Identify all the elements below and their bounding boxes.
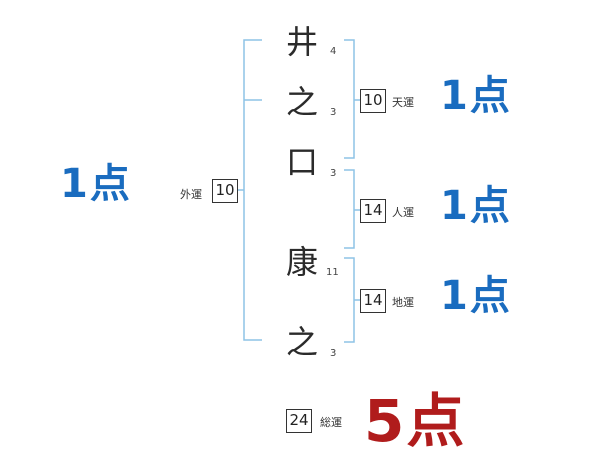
tenkaku-bracket <box>344 39 360 159</box>
soukaku-score: 5点 <box>364 387 467 455</box>
jinkaku-bracket <box>344 169 360 249</box>
soukaku-label: 総運 <box>320 416 342 429</box>
tenkaku-value-box: 10 <box>360 89 386 113</box>
jinkaku-value-box: 14 <box>360 199 386 223</box>
gaikaku-score: 1点 <box>60 161 132 207</box>
tenkaku-label: 天運 <box>392 96 414 109</box>
chikaku-bracket <box>344 257 360 343</box>
name-char-2: 之 <box>285 83 318 121</box>
chikaku-label: 地運 <box>392 296 414 309</box>
name-char-4: 康 <box>285 243 318 281</box>
name-char-1: 井 <box>285 23 318 61</box>
chikaku-value-box: 14 <box>360 289 386 313</box>
outer-bracket-line <box>243 39 262 341</box>
chikaku-score: 1点 <box>440 273 512 319</box>
gaikaku-label: 外運 <box>180 188 202 201</box>
outer-bracket <box>238 39 262 341</box>
gaikaku-value-box: 10 <box>212 179 238 203</box>
tenkaku-score: 1点 <box>440 73 512 119</box>
stroke-count-1: 4 <box>330 46 337 57</box>
name-char-5: 之 <box>285 323 318 361</box>
jinkaku-label: 人運 <box>392 206 414 219</box>
stroke-count-3: 3 <box>330 168 337 179</box>
name-char-3: 口 <box>285 143 318 181</box>
jinkaku-score: 1点 <box>440 183 512 229</box>
stroke-count-4: 11 <box>326 267 339 278</box>
stroke-count-5: 3 <box>330 348 337 359</box>
soukaku-value-box: 24 <box>286 409 312 433</box>
stroke-count-2: 3 <box>330 107 337 118</box>
